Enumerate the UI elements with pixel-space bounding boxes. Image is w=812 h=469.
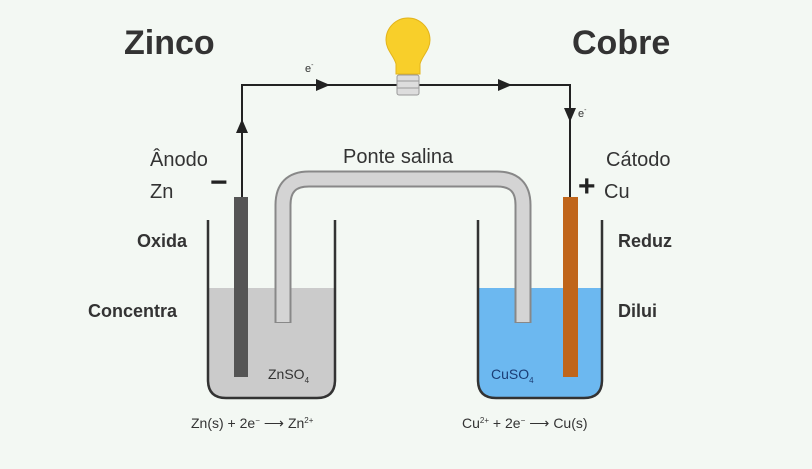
title-copper: Cobre xyxy=(572,24,670,62)
znso4-label: ZnSO4 xyxy=(268,366,310,385)
salt-bridge-inner xyxy=(276,172,530,322)
cathode-metal: Cu xyxy=(604,181,630,203)
cuso4-label: CuSO4 xyxy=(491,366,534,385)
arrow-right-2 xyxy=(498,79,512,91)
electron-label-right: e- xyxy=(578,107,587,120)
arrow-up-left xyxy=(236,119,248,133)
cathode-process-dilui: Dilui xyxy=(618,301,657,321)
anode-label: Ânodo xyxy=(150,148,208,171)
left-beaker xyxy=(206,220,337,400)
title-zinc: Zinco xyxy=(124,24,215,62)
cathode-label: Cátodo xyxy=(606,149,671,171)
anode-process-oxida: Oxida xyxy=(137,231,188,251)
right-beaker xyxy=(476,220,604,400)
minus-sign: − xyxy=(210,166,228,199)
cathode-equation: Cu2+ + 2e−⟶Cu(s) xyxy=(462,415,588,431)
anode-process-concentra: Concentra xyxy=(88,301,178,321)
cathode-process-reduz: Reduz xyxy=(618,231,672,251)
anode-metal: Zn xyxy=(150,181,173,203)
salt-bridge-label: Ponte salina xyxy=(343,146,454,168)
arrow-right-1 xyxy=(316,79,330,91)
anode-equation: Zn(s) + 2e−⟶Zn2+ xyxy=(191,415,314,431)
zinc-electrode xyxy=(234,197,248,377)
plus-sign: + xyxy=(578,170,596,203)
electron-label-top: e- xyxy=(305,62,314,75)
light-bulb-icon xyxy=(385,17,431,96)
copper-electrode xyxy=(563,197,578,377)
arrow-down-right xyxy=(564,108,576,122)
